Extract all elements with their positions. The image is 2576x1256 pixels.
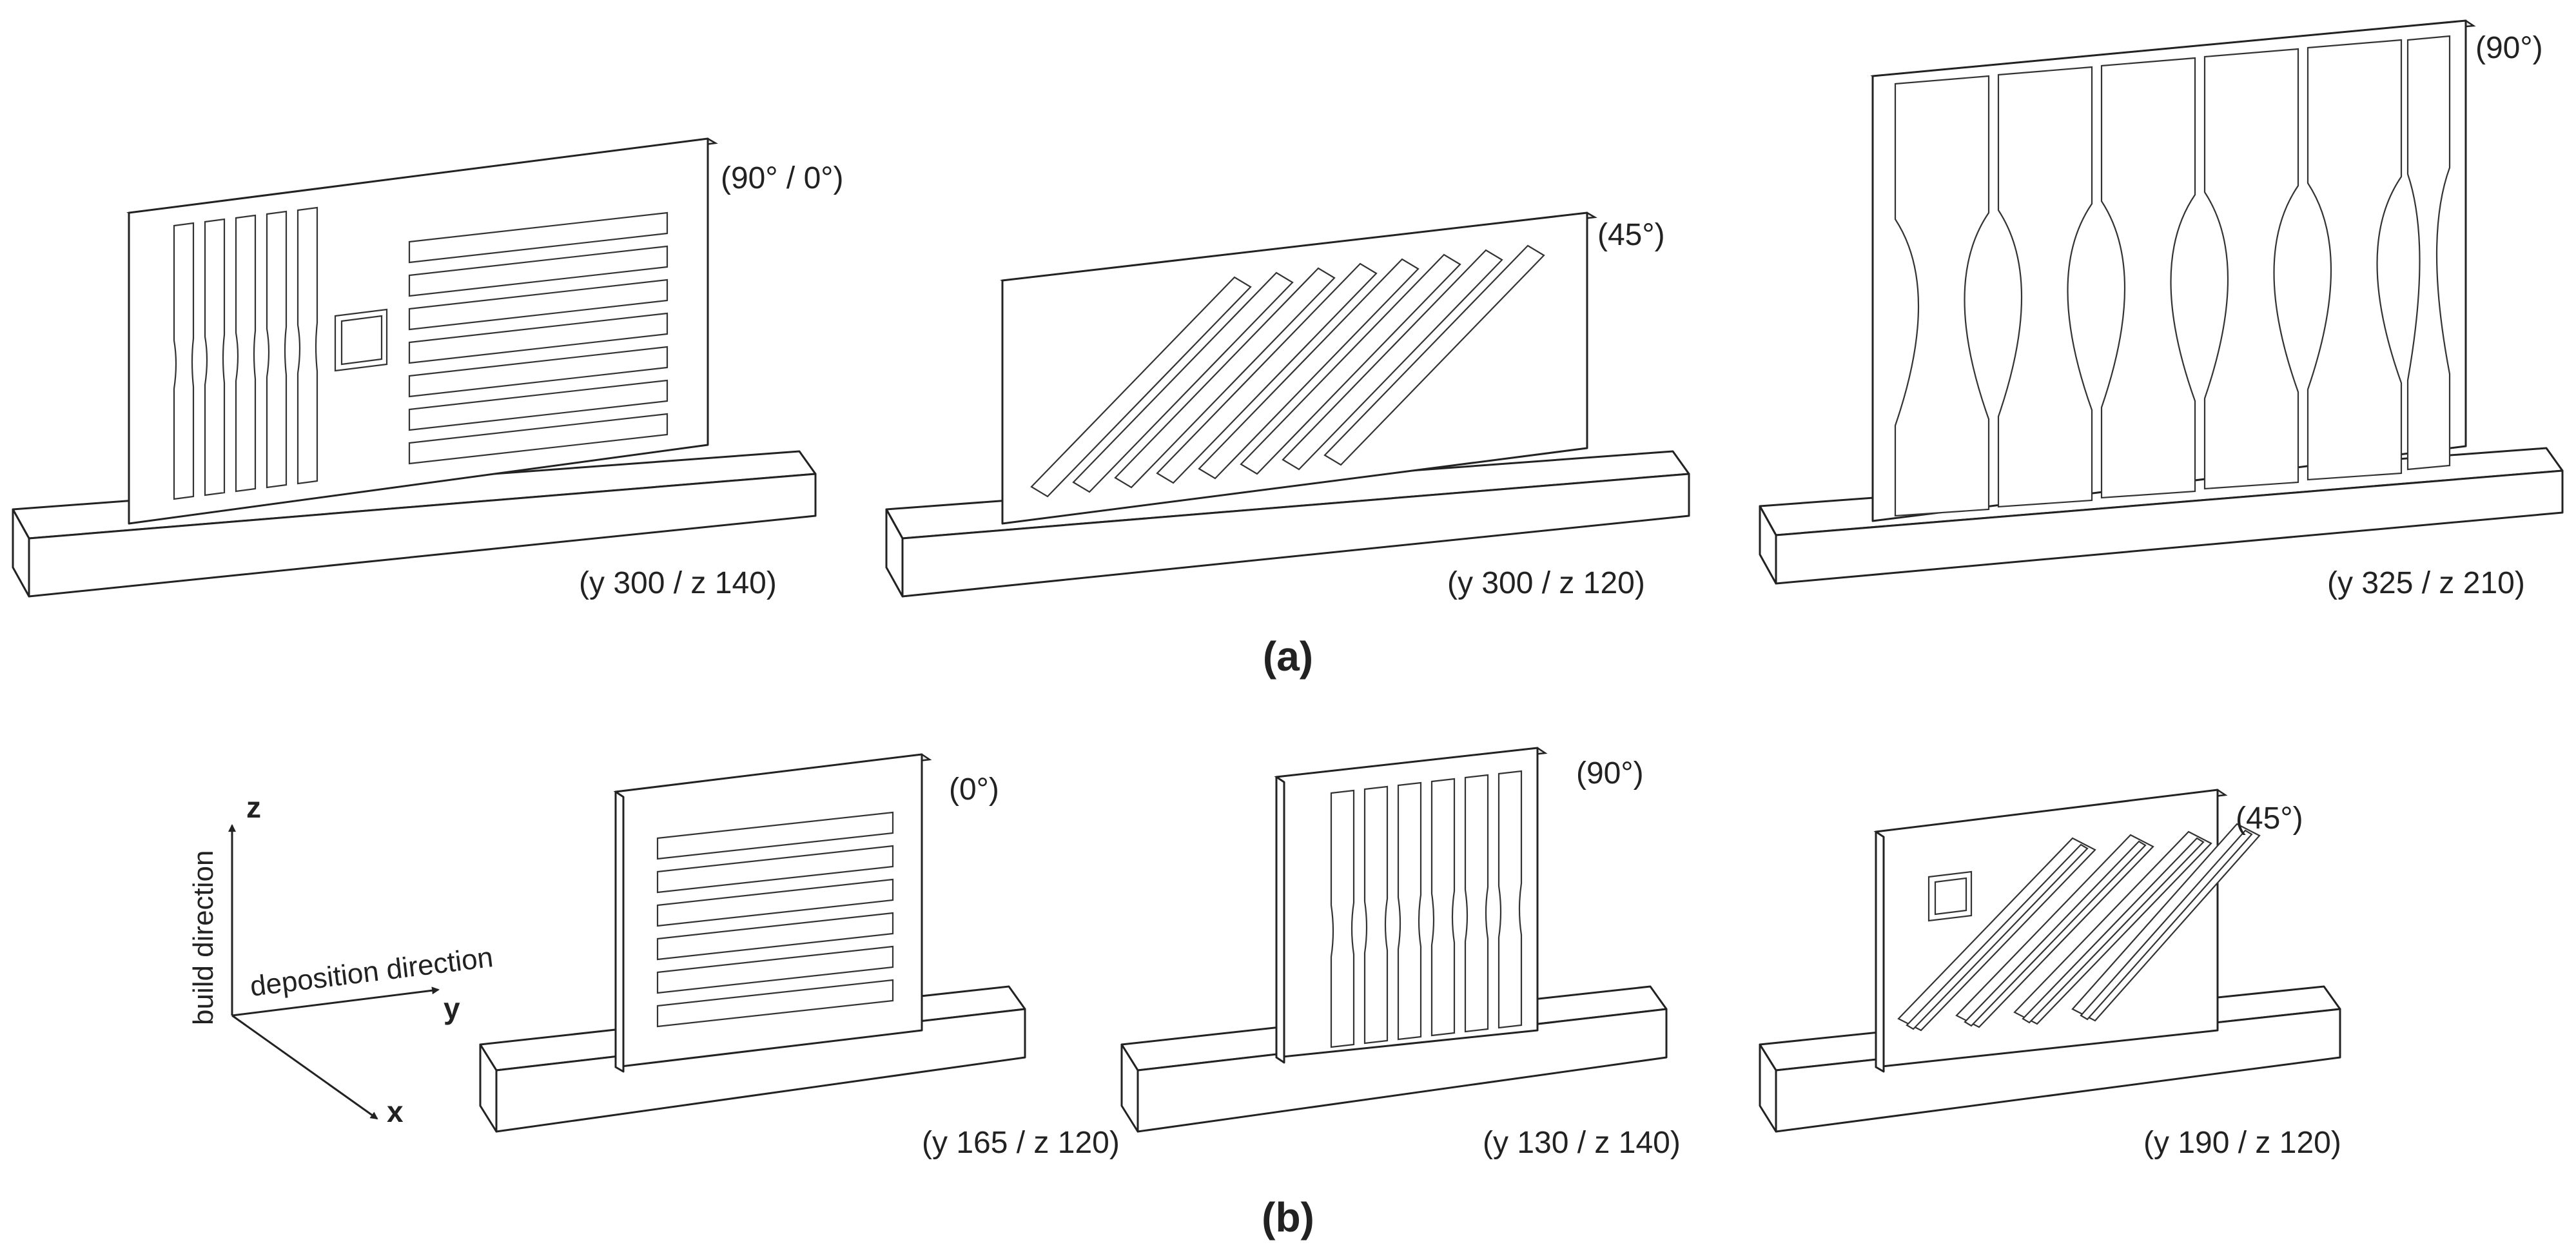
dimension-label: (y 130 / z 140) [1483,1126,1681,1160]
vertical-specimens [1894,35,2451,517]
plate-a1: (90° / 0°) (y 300 / z 140) [12,137,843,600]
cube-specimen [334,308,388,372]
dimension-label: (y 325 / z 210) [2327,566,2525,600]
angle-label: (45°) [2236,801,2303,836]
cube-specimen [1927,870,1973,922]
angle-label: (90°) [1576,756,1644,790]
plate-a3: (90°) (y 325 / z 210) [1759,19,2564,600]
vertical-specimens [1330,770,1523,1048]
diagonal-specimens [1897,823,2261,1032]
plate-b1: (0°) (y 165 / z 120) [479,753,1120,1160]
z-axis-label: z [246,790,261,824]
diagonal-specimens [1030,244,1545,498]
plate-a2: (45°) (y 300 / z 120) [885,211,1690,600]
angle-label: (90° / 0°) [721,161,843,195]
panel-b: z y x build direction deposition directi… [188,747,2341,1241]
angle-label: (90°) [2475,31,2543,65]
dimension-label: (y 300 / z 140) [579,566,777,600]
substrate-base [12,450,817,598]
plate-b2: (90°) (y 130 / z 140) [1120,747,1681,1160]
dimension-label: (y 165 / z 120) [922,1126,1120,1160]
horizontal-specimens [408,211,668,465]
angle-label: (0°) [949,772,999,807]
substrate-base [885,450,1690,598]
vertical-specimens [173,206,318,500]
panel-label: (a) [1263,633,1313,680]
y-axis-label: y [444,992,460,1025]
axes: z y x build direction deposition directi… [188,790,495,1128]
build-direction-label: build direction [188,850,219,1026]
angle-label: (45°) [1597,218,1665,252]
panel-a: (90° / 0°) (y 300 / z 140) [12,19,2564,680]
x-axis-arrow [231,1014,378,1120]
dimension-label: (y 190 / z 120) [2143,1126,2341,1160]
x-axis-label: x [387,1095,404,1128]
panel-label: (b) [1262,1194,1314,1241]
y-axis-arrow [231,986,440,1017]
horizontal-specimens [656,811,894,1028]
dimension-label: (y 300 / z 120) [1447,566,1645,600]
plate-b3: (45°) (y 190 / z 120) [1759,789,2341,1160]
